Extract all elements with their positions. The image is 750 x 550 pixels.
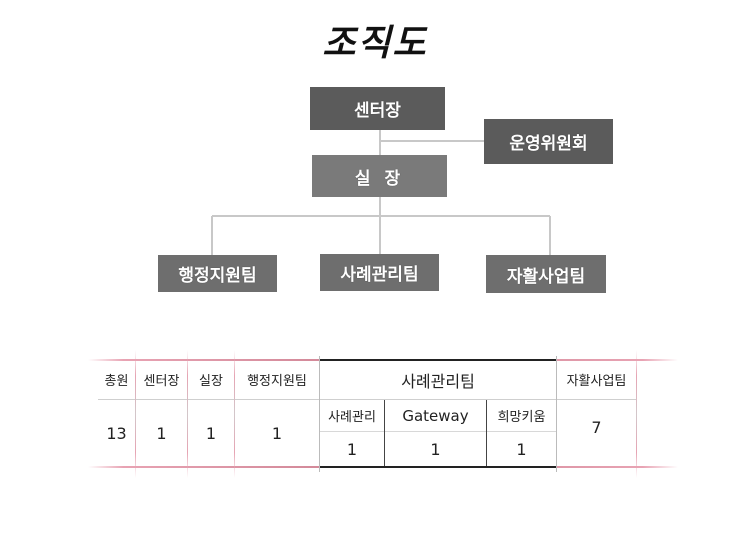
header-total: 총원 — [104, 374, 129, 389]
office-head-box: 실 장 — [312, 155, 447, 197]
value-director: 1 — [156, 423, 167, 443]
team-box-admin: 행정지원팀 — [158, 255, 277, 292]
team-box-self-support: 자활사업팀 — [486, 255, 606, 293]
header-director: 센터장 — [143, 374, 180, 389]
value-case-management: 1 — [346, 439, 358, 459]
subheader-case-management: 사례관리 — [328, 410, 376, 425]
header-admin-team: 행정지원팀 — [247, 374, 307, 389]
staff-table: 총원 센터장 실장 행정지원팀 사례관리팀 자활사업팀 사례관리 Gateway… — [88, 350, 678, 478]
team-box-case: 사례관리팀 — [320, 254, 439, 291]
header-office-head: 실장 — [199, 374, 223, 389]
director-box: 센터장 — [310, 87, 445, 130]
header-self-support-team: 자활사업팀 — [566, 374, 627, 389]
header-case-team: 사례관리팀 — [401, 371, 475, 391]
subheader-hope: 희망키움 — [497, 410, 546, 425]
value-office-head: 1 — [205, 423, 217, 443]
org-connectors — [211, 130, 551, 255]
committee-box: 운영위원회 — [484, 119, 613, 164]
value-self-support-team: 7 — [591, 417, 602, 437]
value-hope: 1 — [516, 439, 527, 459]
value-admin-team: 1 — [271, 423, 283, 443]
value-gateway: 1 — [430, 439, 441, 459]
page-title: 조직도 — [322, 23, 428, 64]
value-total: 13 — [106, 423, 127, 443]
subheader-gateway: Gateway — [402, 406, 469, 425]
